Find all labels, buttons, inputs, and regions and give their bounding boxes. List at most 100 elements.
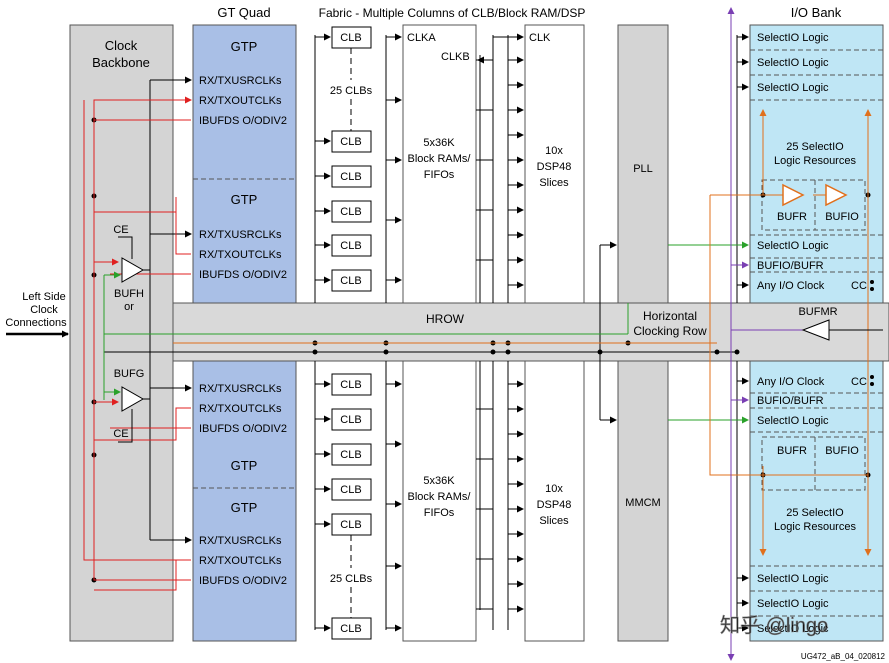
clb-label: CLB: [340, 449, 361, 461]
dsp-label: Slices: [539, 515, 569, 527]
bufio-triangle: [825, 183, 848, 207]
clb-box: [331, 408, 372, 431]
selectio-resources-label: 25 SelectIO: [786, 507, 844, 519]
left-side-label: Left Side: [22, 291, 65, 303]
clock-backbone-label: Backbone: [92, 55, 150, 70]
gtp-signal: IBUFDS O/ODIV2: [199, 423, 287, 435]
bufh-or-label: or: [124, 301, 134, 313]
bufg-label: BUFG: [114, 368, 145, 380]
clb-box: [331, 269, 372, 292]
io-bank-top: [749, 24, 884, 304]
mmcm-label: MMCM: [625, 497, 660, 509]
gtp-signal: IBUFDS O/ODIV2: [199, 269, 287, 281]
clb-label: CLB: [340, 240, 361, 252]
left-side-label: Connections: [5, 317, 67, 329]
bufio-label: BUFIO: [825, 445, 859, 457]
gtp-signal: RX/TXUSRCLKs: [199, 229, 282, 241]
selectio-logic-label: SelectIO Logic: [757, 598, 829, 610]
clb-label: CLB: [340, 414, 361, 426]
clkb-label: CLKB: [441, 51, 470, 63]
bram-label: Block RAMs/: [408, 153, 472, 165]
cc-label: CC: [851, 280, 867, 292]
gtp-signal: IBUFDS O/ODIV2: [199, 115, 287, 127]
selectio-resources-label: Logic Resources: [774, 521, 856, 533]
selectio-logic-label: SelectIO Logic: [757, 32, 829, 44]
selectio-logic-label: SelectIO Logic: [757, 240, 829, 252]
clock-backbone-label: Clock: [105, 38, 138, 53]
clb-label: CLB: [340, 379, 361, 391]
gtp-title: GTP: [231, 39, 258, 54]
watermark: 知乎 @lingo: [720, 614, 828, 637]
bufg-triangle: [121, 386, 145, 412]
figure-id: UG472_aB_04_020812: [801, 652, 886, 661]
gtp-signal: RX/TXUSRCLKs: [199, 383, 282, 395]
dsp-label: DSP48: [537, 161, 572, 173]
bufr-label: BUFR: [777, 445, 807, 457]
bufio-label: BUFIO: [825, 211, 859, 223]
clock-backbone-block: [69, 24, 174, 642]
clb-count-label: 25 CLBs: [330, 85, 373, 97]
gtp-signal: RX/TXOUTCLKs: [199, 403, 282, 415]
bram-label: FIFOs: [424, 507, 455, 519]
clka-label: CLKA: [407, 32, 436, 44]
bufh-ce-label: CE: [113, 224, 128, 236]
dsp-label: Slices: [539, 177, 569, 189]
gt-quad-title: GT Quad: [217, 5, 270, 20]
io-bank-title: I/O Bank: [791, 5, 842, 20]
clb-label: CLB: [340, 32, 361, 44]
clb-label: CLB: [340, 623, 361, 635]
clb-box: [331, 234, 372, 257]
selectio-resources-label: 25 SelectIO: [786, 141, 844, 153]
bufh-label: BUFH: [114, 288, 144, 300]
clb-count-label: 25 CLBs: [330, 573, 373, 585]
dsp-label: DSP48: [537, 499, 572, 511]
selectio-logic-label: SelectIO Logic: [757, 623, 829, 635]
dsp-column-top: [524, 24, 585, 304]
bufio-bufr-label: BUFIO/BUFR: [757, 260, 824, 272]
bufio-bufr-label: BUFIO/BUFR: [757, 395, 824, 407]
fabric-title: Fabric - Multiple Columns of CLB/Block R…: [319, 6, 586, 20]
gtp-signal: RX/TXOUTCLKs: [199, 555, 282, 567]
bram-column-top: [402, 24, 477, 304]
hrow-band: [172, 302, 889, 362]
clb-label: CLB: [340, 206, 361, 218]
clb-box: [331, 165, 372, 188]
hrow-label: HROW: [426, 312, 465, 326]
left-side-label: Clock: [30, 304, 58, 316]
mmcm-block: [617, 360, 669, 642]
bufg-ce-label: CE: [113, 428, 128, 440]
bufr-triangle: [782, 183, 805, 207]
clb-label: CLB: [340, 171, 361, 183]
pll-label: PLL: [633, 163, 653, 175]
bram-label: Block RAMs/: [408, 491, 472, 503]
gtp-signal: RX/TXUSRCLKs: [199, 535, 282, 547]
gtp-title: GTP: [231, 500, 258, 515]
gtp-signal: RX/TXUSRCLKs: [199, 75, 282, 87]
gtp-title: GTP: [231, 192, 258, 207]
clb-box: [331, 373, 372, 396]
any-io-clock-label: Any I/O Clock: [757, 376, 825, 388]
bram-label: 5x36K: [423, 475, 455, 487]
clb-box: [331, 478, 372, 501]
dsp-column-bottom: [524, 360, 585, 642]
gtp-signal: RX/TXOUTCLKs: [199, 95, 282, 107]
bufmr-label: BUFMR: [798, 306, 837, 318]
gtp-title: GTP: [231, 458, 258, 473]
dsp-clk-label: CLK: [529, 32, 551, 44]
selectio-logic-label: SelectIO Logic: [757, 57, 829, 69]
pll-block: [617, 24, 669, 304]
cc-label: CC: [851, 376, 867, 388]
bram-column-bottom: [402, 360, 477, 642]
horizontal-clocking-row-label: Horizontal: [643, 309, 697, 323]
dsp-label: 10x: [545, 483, 563, 495]
clb-box: [331, 443, 372, 466]
bufr-label: BUFR: [777, 211, 807, 223]
clb-label: CLB: [340, 484, 361, 496]
gtp-signal: IBUFDS O/ODIV2: [199, 575, 287, 587]
selectio-logic-label: SelectIO Logic: [757, 415, 829, 427]
dsp-label: 10x: [545, 145, 563, 157]
selectio-resources-label: Logic Resources: [774, 155, 856, 167]
selectio-logic-label: SelectIO Logic: [757, 82, 829, 94]
any-io-clock-label: Any I/O Clock: [757, 280, 825, 292]
